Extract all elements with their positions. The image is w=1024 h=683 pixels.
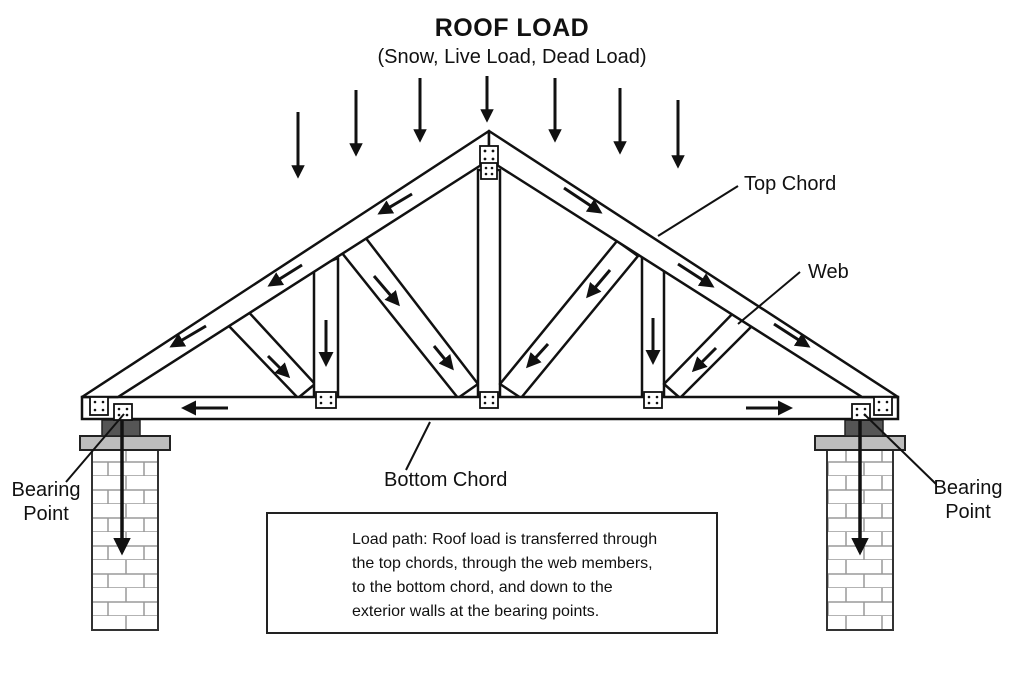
path-arrow-left-top-3 — [169, 324, 207, 348]
roof-load-arrows — [291, 76, 685, 179]
label-web: Web — [808, 261, 849, 283]
left-column — [79, 419, 171, 631]
label-bearing-point-left: Bearing Point — [0, 478, 92, 526]
bearing-right-line1: Bearing — [933, 477, 1003, 499]
path-arrow-right-top-3 — [773, 322, 811, 348]
label-bottom-chord: Bottom Chord — [384, 469, 508, 491]
leader-lines — [65, 185, 937, 485]
path-arrow-right-top-2 — [677, 262, 715, 288]
path-arrow-web-diag-left-inner-2 — [432, 345, 454, 371]
web-diagonal-right-inner — [498, 239, 640, 400]
legend-box: Load path: Roof load is transferred thro… — [266, 512, 718, 634]
label-bearing-point-right: Bearing Point — [920, 476, 1016, 524]
leader-web — [737, 271, 801, 325]
legend-line-2: the top chords, through the web members, — [352, 555, 653, 572]
legend-line-3: to the bottom chord, and down to the — [352, 579, 613, 596]
bearing-left-line1: Bearing — [11, 479, 81, 501]
web-diagonal-left-outer — [225, 305, 317, 400]
leader-bearing-right — [863, 413, 937, 485]
path-arrow-right-top-1 — [563, 186, 603, 214]
load-path-arrows — [113, 186, 869, 556]
label-top-chord: Top Chord — [744, 173, 837, 195]
path-arrow-web-diag-right-inner-1 — [586, 269, 612, 299]
path-arrow-web-diag-right-outer — [691, 346, 718, 373]
legend-line-1: Load path: Roof load is transferred thro… — [352, 531, 658, 548]
leader-top-chord — [657, 185, 739, 237]
path-arrow-web-diag-right-inner-2 — [525, 342, 550, 369]
bearing-left-line2: Point — [23, 503, 69, 525]
diagram-title: ROOF LOAD — [434, 14, 590, 42]
web-members — [225, 168, 758, 400]
web-king-post — [476, 168, 502, 400]
legend-line-4: exterior walls at the bearing points. — [352, 603, 600, 620]
leader-bearing-left — [65, 413, 125, 483]
diagram-subtitle: (Snow, Live Load, Dead Load) — [377, 46, 647, 68]
path-arrow-left-top-2 — [267, 263, 303, 287]
leader-bottom-chord — [405, 421, 431, 471]
bearing-right-line2: Point — [945, 501, 991, 523]
path-arrow-web-diag-left-outer — [266, 354, 291, 379]
legend-text: Load path: Roof load is transferred thro… — [352, 528, 712, 624]
web-diagonal-left-inner — [340, 235, 480, 400]
gusset-nail-dots — [93, 149, 889, 417]
path-arrow-left-top-1 — [377, 192, 413, 215]
path-arrow-web-diag-left-inner-1 — [372, 275, 400, 307]
